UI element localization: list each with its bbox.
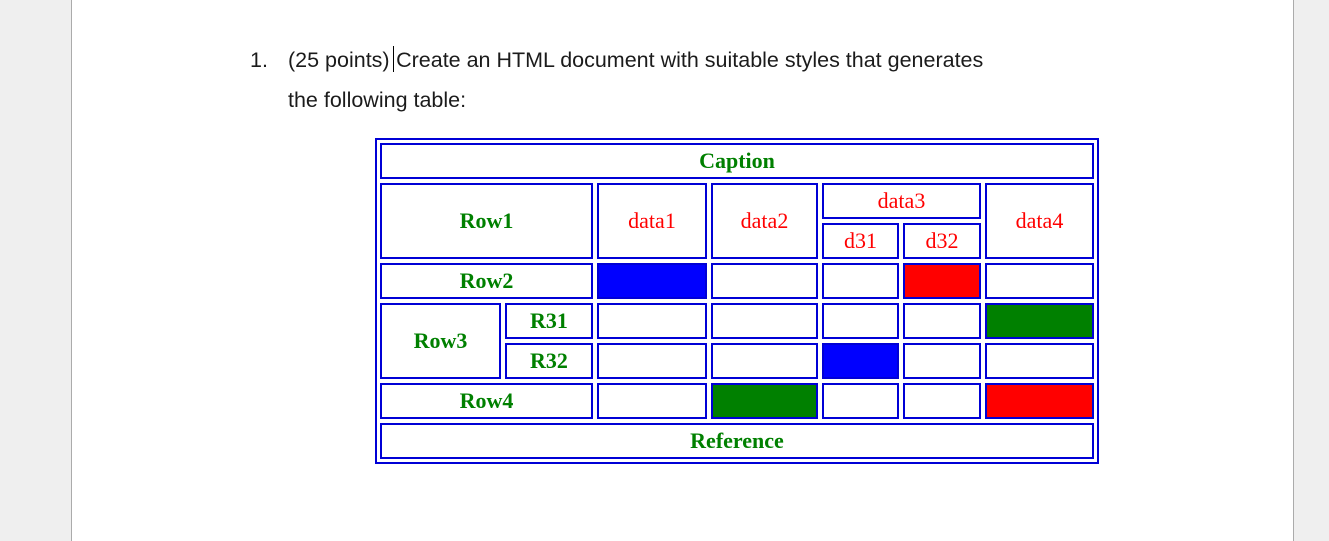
cell-r31-data2 [711, 303, 818, 339]
question-line-1-text: Create an HTML document with suitable st… [396, 48, 984, 72]
cell-header-data4: data4 [985, 183, 1094, 259]
example-table: Caption Row1 data1 data2 data3 d31 d32 d… [375, 138, 1099, 464]
cell-row4-label: Row4 [380, 383, 593, 419]
question-text[interactable]: 1. (25 points)Create an HTML document wi… [250, 40, 983, 120]
cell-row4-data1 [597, 383, 707, 419]
cell-header-d31: d31 [822, 223, 899, 259]
cell-row1-label: Row1 [380, 183, 593, 259]
table-reference-cell: Reference [380, 423, 1094, 459]
cell-r31-data4 [985, 303, 1094, 339]
cell-r31-d32 [903, 303, 981, 339]
cell-r32-label: R32 [505, 343, 593, 379]
cell-row2-data1 [597, 263, 707, 299]
cell-r32-d32 [903, 343, 981, 379]
cell-r31-d31 [822, 303, 899, 339]
cell-row2-data2 [711, 263, 818, 299]
table-caption-cell: Caption [380, 143, 1094, 179]
question-line-2: the following table: [288, 88, 467, 112]
question-line-1: (25 points)Create an HTML document with … [288, 40, 983, 80]
cell-r32-data2 [711, 343, 818, 379]
cell-r32-data4 [985, 343, 1094, 379]
cell-row4-data2 [711, 383, 818, 419]
text-cursor-caret [392, 46, 395, 72]
cell-row4-data4 [985, 383, 1094, 419]
cell-row4-d31 [822, 383, 899, 419]
question-body: (25 points)Create an HTML document with … [288, 40, 983, 120]
cell-r31-data1 [597, 303, 707, 339]
cell-row2-d32 [903, 263, 981, 299]
cell-row4-d32 [903, 383, 981, 419]
cell-row2-d31 [822, 263, 899, 299]
cell-row2-data4 [985, 263, 1094, 299]
cell-row2-label: Row2 [380, 263, 593, 299]
cell-r31-label: R31 [505, 303, 593, 339]
cell-r32-d31 [822, 343, 899, 379]
cell-header-data3: data3 [822, 183, 981, 219]
question-points: (25 points) [288, 48, 390, 72]
document-page: 1. (25 points)Create an HTML document wi… [71, 0, 1294, 541]
cell-r32-data1 [597, 343, 707, 379]
cell-header-d32: d32 [903, 223, 981, 259]
cell-header-data1: data1 [597, 183, 707, 259]
cell-header-data2: data2 [711, 183, 818, 259]
question-number: 1. [250, 48, 268, 72]
cell-row3-label: Row3 [380, 303, 501, 379]
